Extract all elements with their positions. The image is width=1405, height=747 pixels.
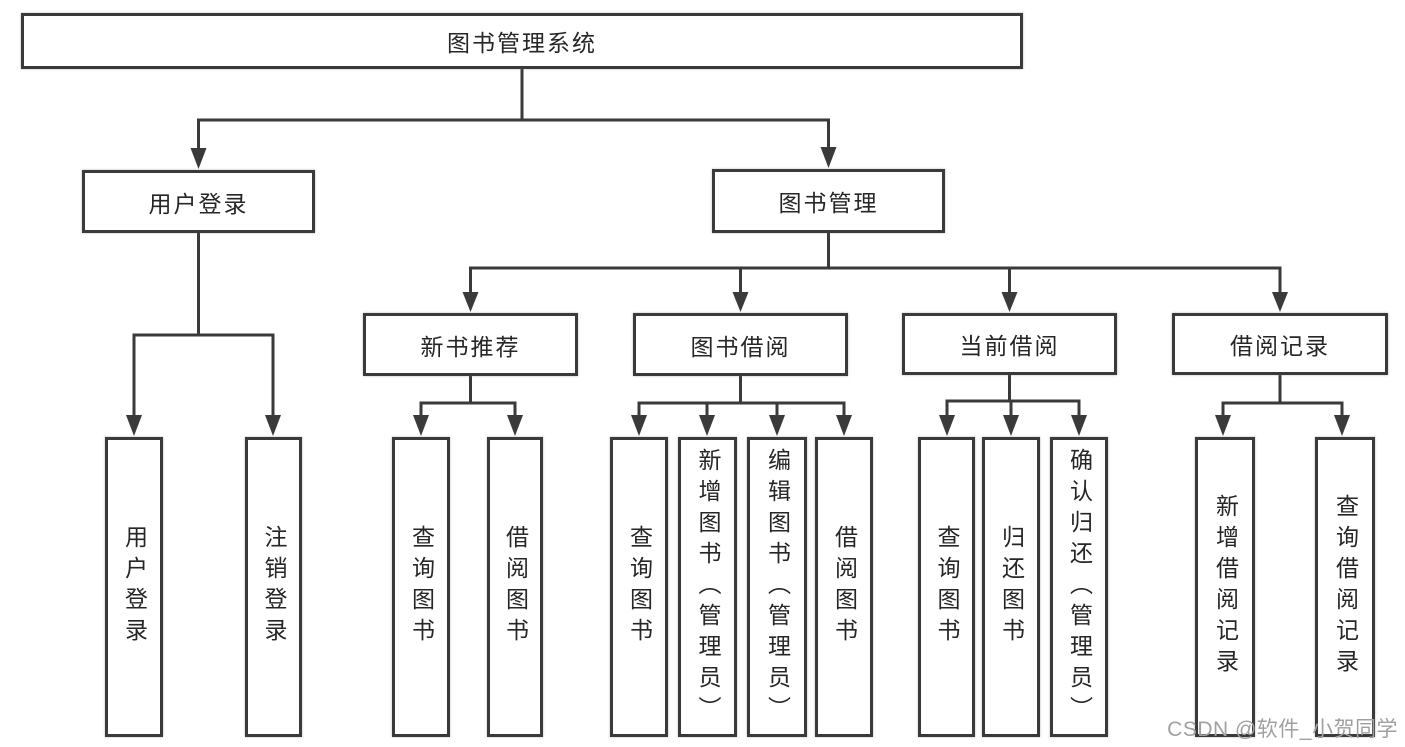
leaf-query-borrow-record-label: 查询借阅记录 <box>1332 494 1359 680</box>
node-library-system-label: 图书管理系统 <box>447 30 597 56</box>
leaf-query-borrow-record: 查询借阅记录 <box>1315 437 1375 737</box>
leaf-logout-label: 注销登录 <box>261 525 287 649</box>
node-current-borrowing-label: 当前借阅 <box>959 333 1060 359</box>
node-new-book-recommend-label: 新书推荐 <box>420 333 521 360</box>
leaf-logout: 注销登录 <box>245 437 302 737</box>
node-borrowing-records: 借阅记录 <box>1172 313 1388 375</box>
leaf-borrow-books-recommend: 借阅图书 <box>487 437 543 737</box>
leaf-borrow-books: 借阅图书 <box>815 437 873 737</box>
leaf-return-books: 归还图书 <box>982 437 1040 737</box>
leaf-confirm-return-admin: 确认归还（管理员） <box>1050 437 1108 737</box>
leaf-add-book-admin: 新增图书（管理员） <box>678 437 737 737</box>
leaf-query-books-recommend-label: 查询图书 <box>408 525 435 649</box>
node-book-borrowing-label: 图书借阅 <box>690 333 791 360</box>
leaf-borrow-books-recommend-label: 借阅图书 <box>502 525 529 649</box>
node-borrowing-records-label: 借阅记录 <box>1230 333 1330 359</box>
node-current-borrowing: 当前借阅 <box>902 313 1117 375</box>
node-user-login: 用户登录 <box>82 170 315 233</box>
leaf-query-books-recommend: 查询图书 <box>392 437 450 737</box>
leaf-add-borrow-record-label: 新增借阅记录 <box>1212 494 1239 680</box>
leaf-user-login: 用户登录 <box>105 437 163 737</box>
node-book-borrowing: 图书借阅 <box>633 313 848 376</box>
leaf-confirm-return-admin-label: 确认归还（管理员） <box>1066 447 1093 727</box>
node-library-system: 图书管理系统 <box>21 13 1023 69</box>
leaf-add-book-admin-label: 新增图书（管理员） <box>695 447 721 727</box>
leaf-query-books-borrowing-label: 查询图书 <box>626 525 653 649</box>
node-book-management-label: 图书管理 <box>778 190 879 216</box>
csdn-watermark: CSDN @软件_小贺同学 <box>1167 718 1398 741</box>
leaf-user-login-label: 用户登录 <box>121 525 148 649</box>
leaf-query-books-current-label: 查询图书 <box>934 525 960 649</box>
leaf-edit-book-admin-label: 编辑图书（管理员） <box>764 447 791 727</box>
leaf-add-borrow-record: 新增借阅记录 <box>1195 437 1255 737</box>
leaf-borrow-books-label: 借阅图书 <box>831 525 858 649</box>
leaf-edit-book-admin: 编辑图书（管理员） <box>747 437 807 737</box>
leaf-return-books-label: 归还图书 <box>998 525 1025 649</box>
leaf-query-books-borrowing: 查询图书 <box>610 437 668 737</box>
node-book-management: 图书管理 <box>712 169 945 233</box>
node-new-book-recommend: 新书推荐 <box>363 313 578 376</box>
node-user-login-label: 用户登录 <box>148 190 249 217</box>
leaf-query-books-current: 查询图书 <box>918 437 975 737</box>
